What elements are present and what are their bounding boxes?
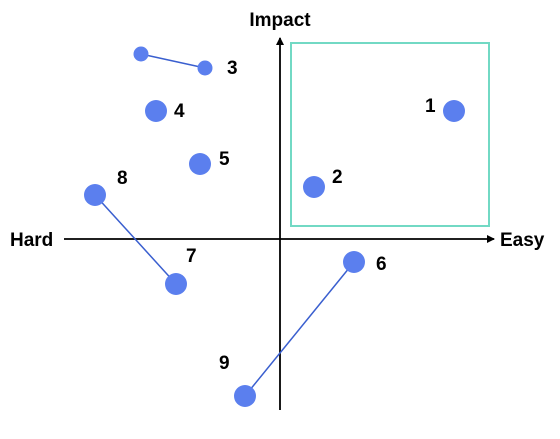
x-axis-left-label: Hard [10, 230, 53, 251]
point-9[interactable] [234, 385, 256, 407]
point-8[interactable] [84, 184, 106, 206]
label-8: 8 [117, 168, 128, 189]
point-labels: 1 2 3 4 5 6 7 8 9 [117, 58, 436, 374]
label-7: 7 [186, 246, 197, 267]
point-2[interactable] [303, 176, 325, 198]
point-1[interactable] [443, 100, 465, 122]
label-5: 5 [219, 149, 230, 170]
label-6: 6 [376, 254, 387, 275]
point-3-start[interactable] [133, 46, 149, 62]
connector-8-7 [94, 194, 177, 285]
label-9: 9 [219, 353, 230, 374]
connector-9-6 [244, 261, 355, 397]
quick-wins-box [290, 42, 490, 227]
x-axis-right-label: Easy [500, 230, 545, 251]
label-2: 2 [332, 167, 343, 188]
connector-lines [94, 53, 355, 397]
label-3: 3 [227, 58, 238, 79]
point-6[interactable] [343, 251, 365, 273]
points [84, 46, 465, 407]
connector-3 [140, 53, 206, 69]
point-4[interactable] [145, 100, 167, 122]
label-4: 4 [174, 101, 185, 122]
point-3[interactable] [197, 60, 213, 76]
y-axis-label: Impact [249, 10, 311, 31]
label-1: 1 [425, 96, 436, 117]
point-7[interactable] [165, 273, 187, 295]
point-5[interactable] [189, 153, 211, 175]
